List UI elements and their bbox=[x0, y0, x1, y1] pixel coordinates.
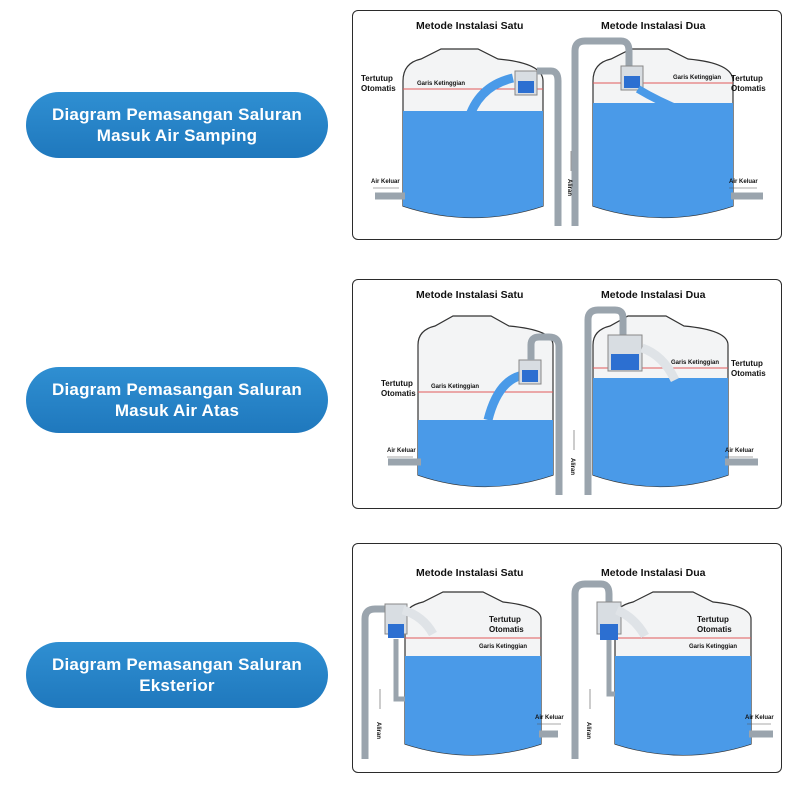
heading-line2: Eksterior bbox=[139, 676, 215, 695]
pipe-right bbox=[584, 306, 627, 495]
diagram-svg: Metode Instalasi Satu Metode Instalasi D… bbox=[381, 289, 766, 495]
pipe-left bbox=[527, 333, 563, 495]
outflow-label-right: Air Keluar bbox=[725, 448, 754, 454]
auto-close-right-2: Otomatis bbox=[697, 625, 732, 634]
water-left bbox=[405, 656, 541, 755]
auto-close-right-2: Otomatis bbox=[731, 84, 766, 93]
flow-label: Aliran bbox=[566, 179, 572, 196]
heading-line1: Diagram Pemasangan Saluran bbox=[52, 655, 302, 674]
water-right bbox=[593, 378, 728, 487]
auto-close-left-2: Otomatis bbox=[489, 625, 524, 634]
method-one-title: Metode Instalasi Satu bbox=[416, 567, 523, 579]
level-label-right: Garis Ketinggian bbox=[671, 360, 719, 366]
water-left bbox=[403, 111, 543, 218]
flow-label-left: Aliran bbox=[375, 722, 381, 739]
diagram-exterior: Metode Instalasi Satu Metode Instalasi D… bbox=[352, 543, 782, 773]
auto-close-right-1: Tertutup bbox=[731, 359, 763, 368]
method-two-title: Metode Instalasi Dua bbox=[601, 567, 706, 579]
outflow-label-left: Air Keluar bbox=[387, 448, 416, 454]
flow-label-right: Aliran bbox=[585, 722, 591, 739]
auto-close-right-2: Otomatis bbox=[731, 369, 766, 378]
auto-close-left-2: Otomatis bbox=[361, 84, 396, 93]
outflow-label-left: Air Keluar bbox=[535, 715, 564, 721]
method-one-title: Metode Instalasi Satu bbox=[416, 289, 523, 301]
method-two-title: Metode Instalasi Dua bbox=[601, 289, 706, 301]
water-right bbox=[615, 656, 751, 755]
auto-close-left-1: Tertutup bbox=[381, 379, 413, 388]
float-arm-left bbox=[463, 73, 515, 123]
auto-close-right-1: Tertutup bbox=[731, 74, 763, 83]
diagram-side-inlet: Metode Instalasi Satu Metode Instalasi D… bbox=[352, 10, 782, 240]
flow-label: Aliran bbox=[569, 458, 575, 475]
heading-top-inlet: Diagram Pemasangan Saluran Masuk Air Ata… bbox=[26, 367, 328, 433]
auto-close-right-1: Tertutup bbox=[697, 615, 729, 624]
heading-line1: Diagram Pemasangan Saluran bbox=[52, 380, 302, 399]
auto-close-left-1: Tertutup bbox=[361, 74, 393, 83]
level-label-left: Garis Ketinggian bbox=[431, 384, 479, 390]
diagram-svg: Metode Instalasi Satu Metode Instalasi D… bbox=[361, 20, 766, 226]
method-one-title: Metode Instalasi Satu bbox=[416, 20, 523, 32]
auto-close-left-2: Otomatis bbox=[381, 389, 416, 398]
outflow-label-left: Air Keluar bbox=[371, 179, 400, 185]
pipe-left bbox=[537, 67, 562, 226]
outflow-label-right: Air Keluar bbox=[729, 179, 758, 185]
heading-line2: Masuk Air Atas bbox=[114, 401, 240, 420]
outflow-label-right: Air Keluar bbox=[745, 715, 774, 721]
method-two-title: Metode Instalasi Dua bbox=[601, 20, 706, 32]
heading-line1: Diagram Pemasangan Saluran bbox=[52, 105, 302, 124]
water-left bbox=[418, 420, 553, 487]
pipe-left bbox=[361, 605, 388, 759]
auto-close-left-1: Tertutup bbox=[489, 615, 521, 624]
level-label-right: Garis Ketinggian bbox=[689, 644, 737, 650]
level-label-right: Garis Ketinggian bbox=[673, 75, 721, 81]
level-label-left: Garis Ketinggian bbox=[479, 644, 527, 650]
heading-side-inlet: Diagram Pemasangan Saluran Masuk Air Sam… bbox=[26, 92, 328, 158]
pipe-right bbox=[571, 37, 633, 226]
diagram-top-inlet: Metode Instalasi Satu Metode Instalasi D… bbox=[352, 279, 782, 509]
level-label-left: Garis Ketinggian bbox=[417, 81, 465, 87]
water-right bbox=[593, 103, 733, 218]
heading-line2: Masuk Air Samping bbox=[96, 126, 258, 145]
diagram-svg: Metode Instalasi Satu Metode Instalasi D… bbox=[361, 567, 774, 759]
heading-exterior: Diagram Pemasangan Saluran Eksterior bbox=[26, 642, 328, 708]
pipe-right bbox=[571, 580, 613, 759]
